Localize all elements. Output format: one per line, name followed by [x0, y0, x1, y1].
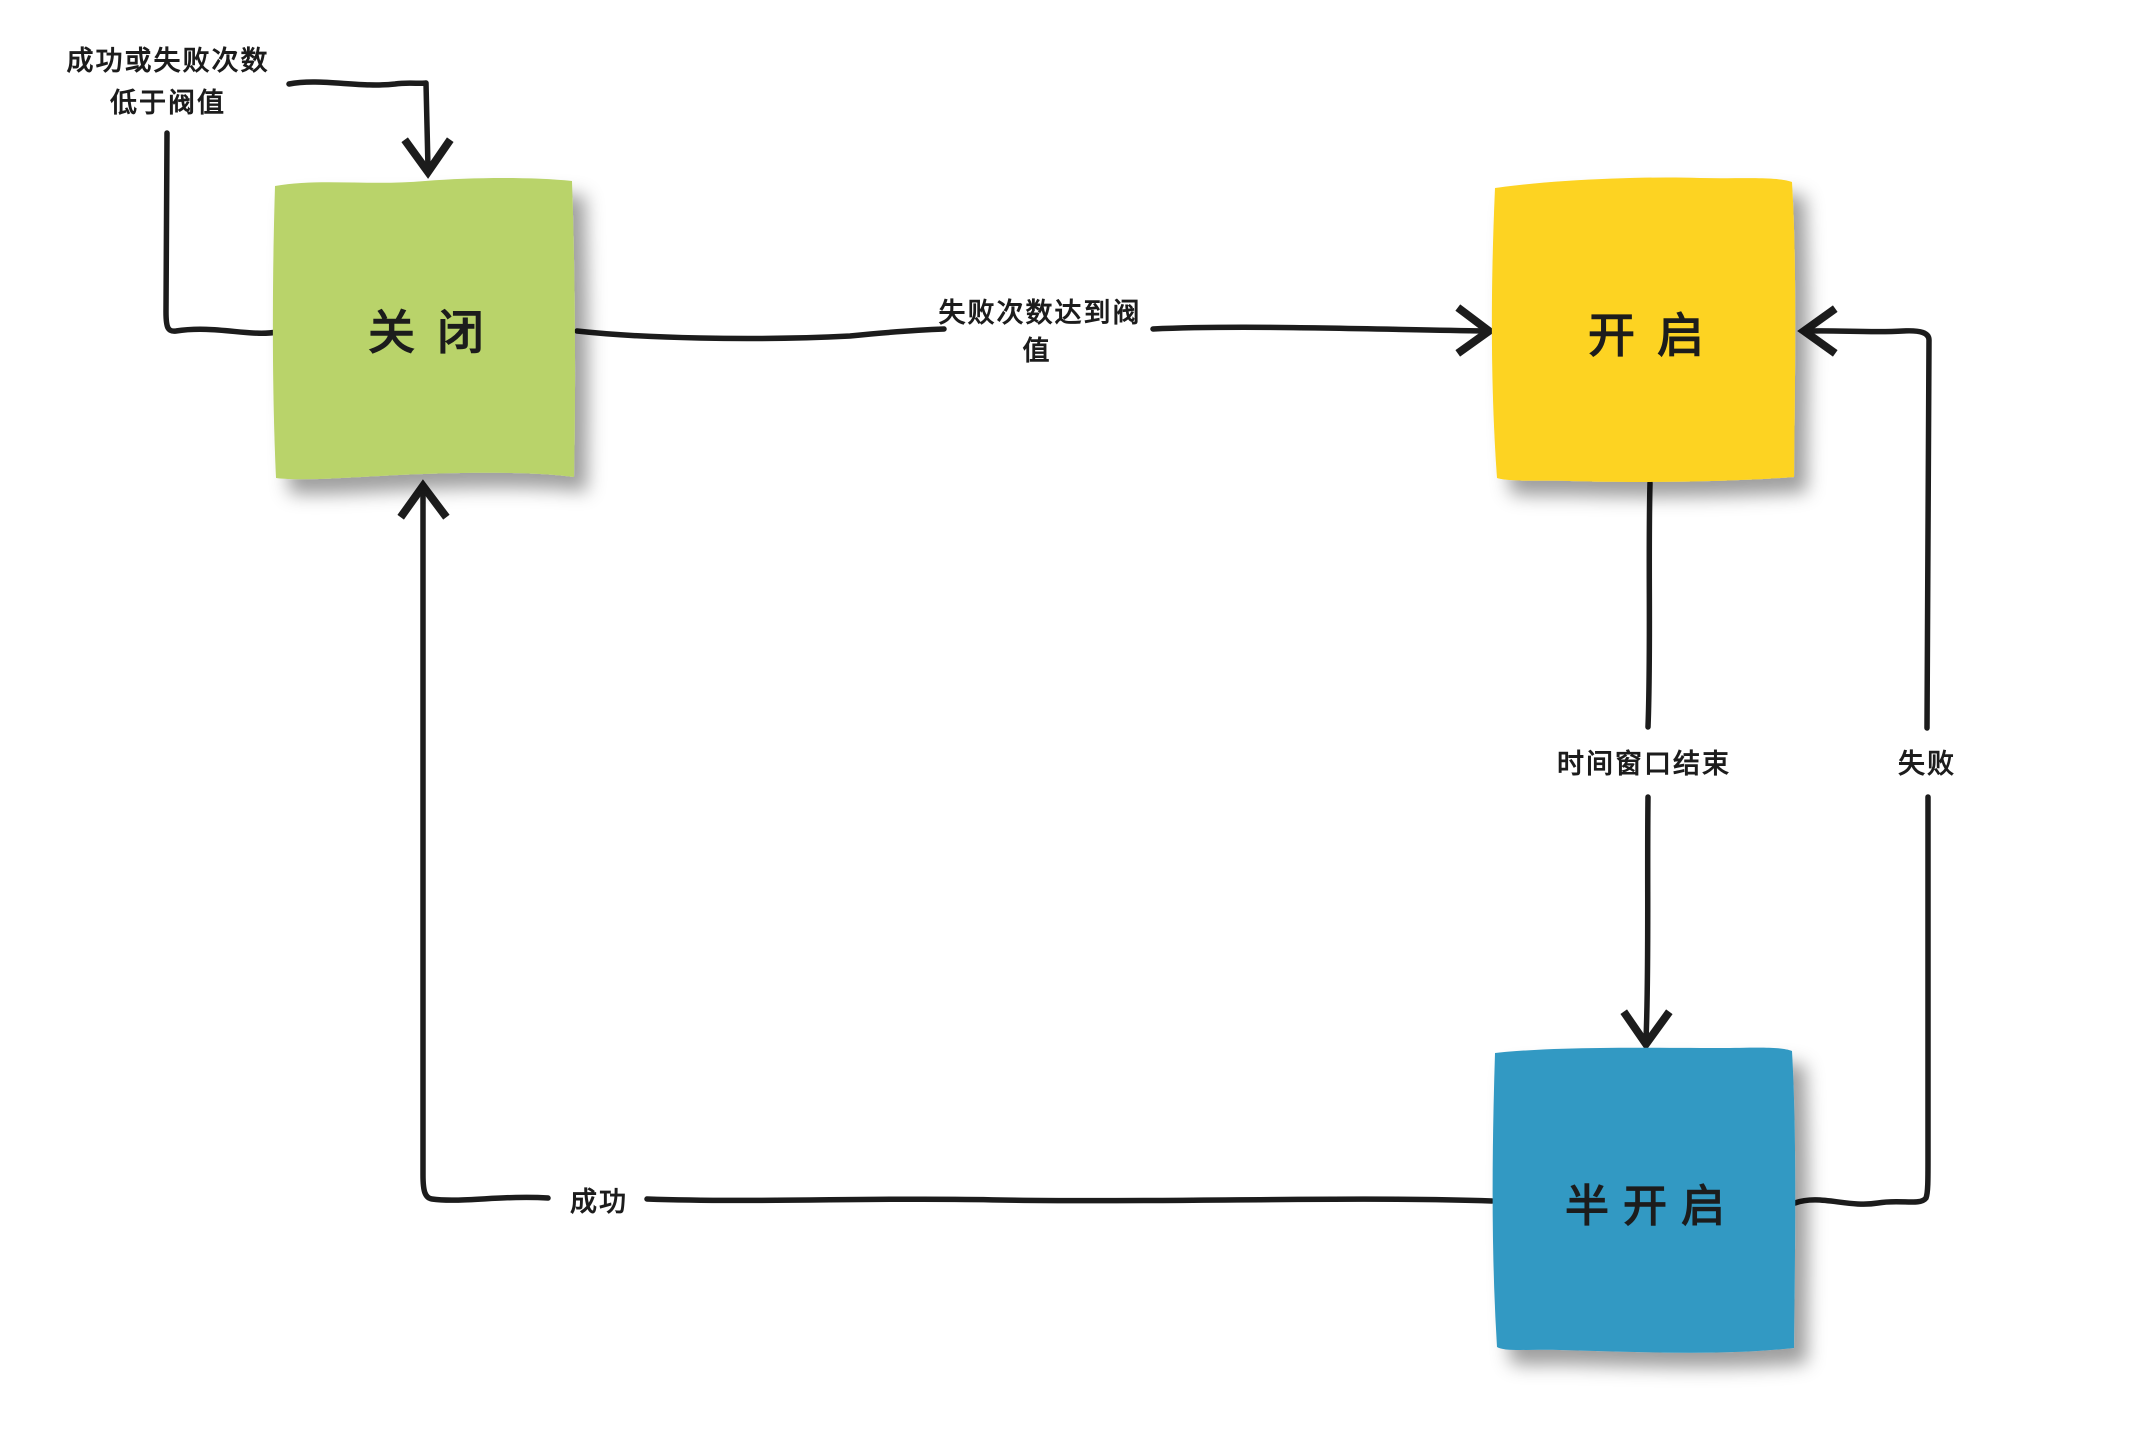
edge-half-open-to-closed-label: 成功	[570, 1187, 628, 1218]
node-closed-label: 关闭	[368, 306, 506, 361]
diagram-text: 关闭 开启 半开启 成功或失败次数 低于阀值 失败次数达到阀 值 时间窗口结束 …	[67, 46, 1956, 1232]
node-closed	[272, 178, 576, 480]
edge-closed-self-out-line	[163, 130, 280, 337]
edge-closed-self-label-line1: 成功或失败次数	[67, 46, 270, 77]
edge-half-open-to-open-line-b	[1805, 328, 1932, 731]
edge-closed-to-open-line-a	[574, 326, 947, 342]
edge-closed-to-open-arrowhead	[1455, 304, 1496, 357]
edge-half-open-to-closed-line-a	[644, 1196, 1495, 1204]
edge-half-open-to-closed-arrowhead	[397, 479, 450, 520]
edge-half-open-to-open-arrowhead	[1797, 305, 1838, 357]
edge-closed-self-label-line2: 低于阀值	[109, 88, 226, 119]
edge-closed-to-open-line-b	[1150, 324, 1488, 334]
edge-open-to-half-open-line-a	[1645, 480, 1653, 730]
edge-lines	[163, 79, 1932, 1207]
edge-closed-to-open-label-line1: 失败次数达到阀	[939, 298, 1142, 329]
node-half-open-label: 半开启	[1565, 1181, 1739, 1232]
node-open	[1491, 177, 1796, 482]
edge-open-to-half-open-line-b	[1643, 794, 1651, 1042]
node-half-open	[1492, 1047, 1796, 1353]
node-open-label: 开启	[1588, 309, 1726, 364]
edge-closed-self-arrowhead	[401, 137, 454, 179]
edge-half-open-to-open-label: 失败	[1898, 749, 1956, 780]
edge-closed-self-in-line	[286, 79, 431, 171]
edge-half-open-to-open-line-a	[1792, 794, 1931, 1207]
edge-open-to-half-open-arrowhead	[1620, 1009, 1673, 1051]
edge-half-open-to-closed-line-b	[420, 486, 551, 1203]
edge-open-to-half-open-label: 时间窗口结束	[1557, 748, 1731, 780]
edge-closed-to-open-label-line2: 值	[1023, 336, 1052, 367]
